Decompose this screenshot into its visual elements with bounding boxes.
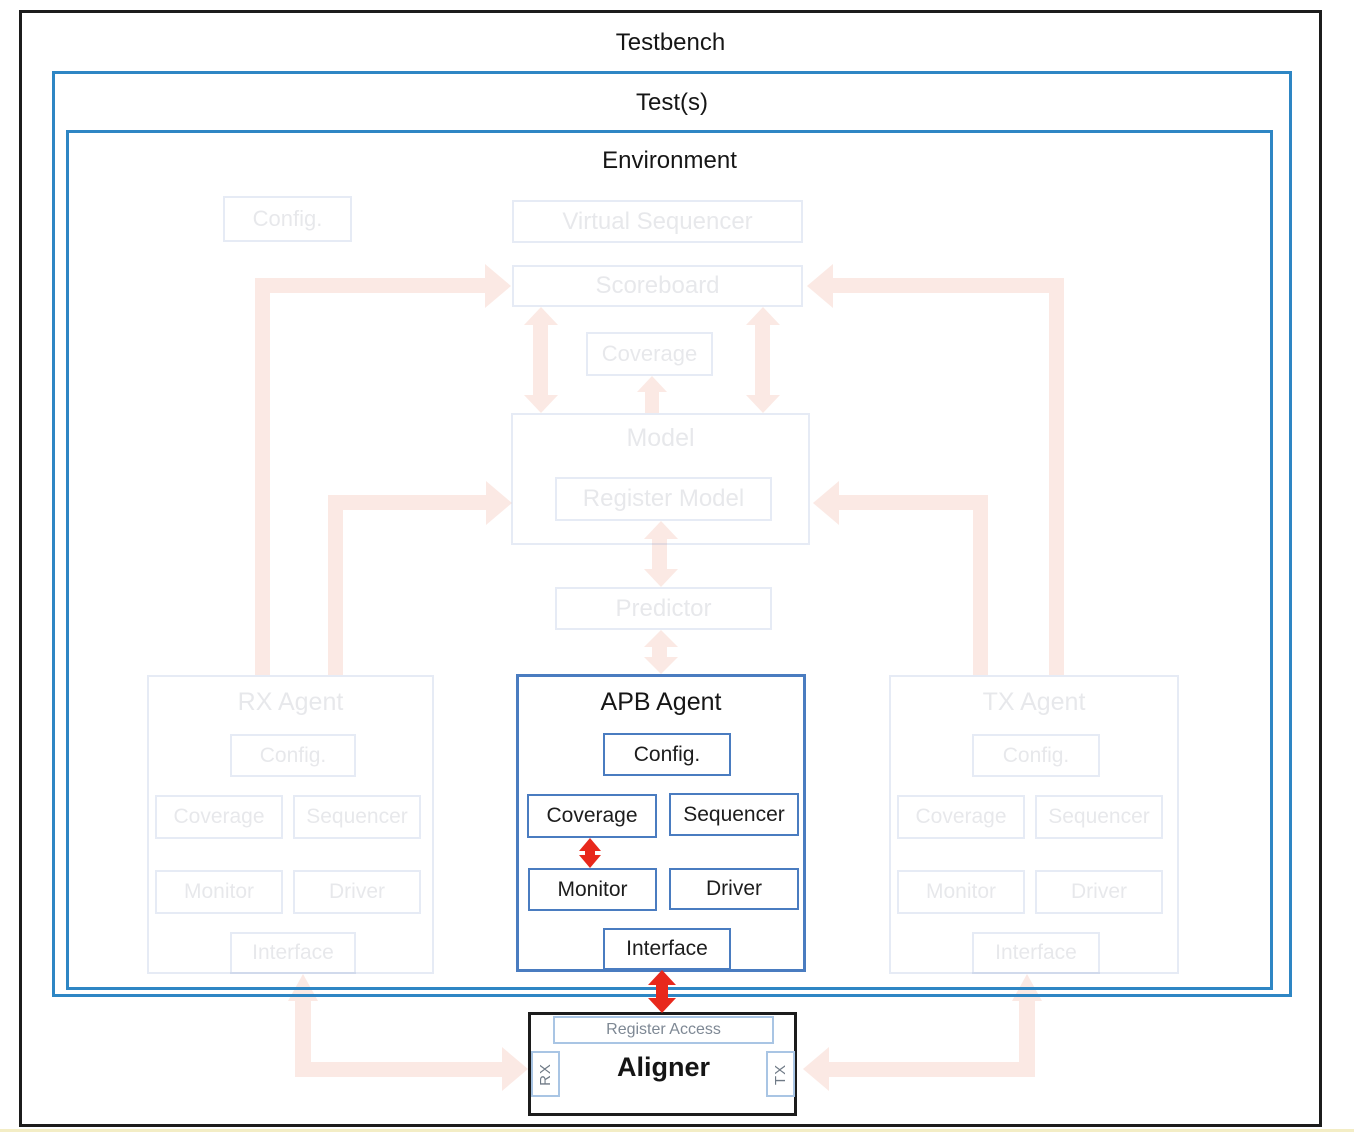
apb-driver-label: Driver: [706, 877, 762, 900]
apb-agent-title: APB Agent: [600, 688, 722, 716]
register-access-box: Register Access: [553, 1016, 774, 1044]
apb-interface-box: Interface: [603, 928, 731, 970]
predictor-label: Predictor: [615, 594, 712, 622]
tx-coverage-label: Coverage: [915, 805, 1007, 828]
rx-interface-box: Interface: [230, 932, 356, 974]
scoreboard-box: Scoreboard: [512, 265, 803, 307]
bottom-highlight-line: [0, 1129, 1354, 1132]
tx-sequencer-box: Sequencer: [1035, 795, 1163, 839]
env-config-label: Config.: [252, 206, 323, 231]
rx-agent-title: RX Agent: [237, 688, 344, 716]
rx-agent-box: [147, 675, 434, 974]
tx-coverage-box: Coverage: [897, 795, 1025, 839]
register-model-box: Register Model: [555, 477, 772, 521]
aligner-rx-port: RX: [531, 1051, 560, 1097]
rx-sequencer-label: Sequencer: [306, 805, 408, 828]
rx-driver-box: Driver: [293, 870, 421, 914]
testbench-frame: Testbench: [19, 10, 1322, 1127]
environment-title: Environment: [602, 147, 737, 174]
rx-coverage-label: Coverage: [173, 805, 265, 828]
tx-config-label: Config.: [1002, 743, 1070, 767]
testbench-title: Testbench: [615, 29, 726, 56]
rx-monitor-label: Monitor: [183, 880, 255, 903]
tx-monitor-box: Monitor: [897, 870, 1025, 914]
apb-driver-box: Driver: [669, 868, 799, 910]
virtual-sequencer-box: Virtual Sequencer: [512, 200, 803, 243]
aligner-rx-port-label: RX: [537, 1062, 554, 1086]
aligner-tx-port-label: TX: [771, 1063, 789, 1085]
rx-driver-label: Driver: [329, 880, 385, 903]
apb-sequencer-box: Sequencer: [669, 793, 799, 836]
tx-interface-box: Interface: [972, 932, 1100, 974]
env-config-box: Config.: [223, 196, 352, 242]
rx-coverage-box: Coverage: [155, 795, 283, 839]
apb-monitor-box: Monitor: [528, 868, 657, 911]
apb-config-label: Config.: [633, 742, 701, 766]
apb-coverage-box: Coverage: [527, 794, 657, 838]
env-coverage-box: Coverage: [586, 332, 713, 376]
apb-coverage-label: Coverage: [546, 804, 638, 827]
environment-frame: Environment: [66, 130, 1273, 990]
aligner-title: Aligner: [616, 1051, 710, 1082]
tx-sequencer-label: Sequencer: [1048, 805, 1150, 828]
tx-agent-box: [889, 675, 1179, 974]
scoreboard-label: Scoreboard: [595, 272, 720, 299]
model-label: Model: [626, 424, 695, 452]
tx-driver-box: Driver: [1035, 870, 1163, 914]
predictor-box: Predictor: [555, 587, 772, 630]
apb-sequencer-label: Sequencer: [683, 802, 785, 826]
apb-config-box: Config.: [603, 733, 731, 776]
virtual-sequencer-label: Virtual Sequencer: [562, 207, 753, 235]
aligner-tx-port: TX: [766, 1051, 795, 1097]
tx-agent-title: TX Agent: [982, 688, 1086, 716]
tx-monitor-label: Monitor: [925, 880, 997, 903]
apb-interface-label: Interface: [626, 937, 708, 960]
tx-driver-label: Driver: [1071, 880, 1127, 903]
rx-monitor-box: Monitor: [155, 870, 283, 914]
rx-config-box: Config.: [230, 734, 356, 777]
register-model-label: Register Model: [582, 485, 745, 512]
register-access-label: Register Access: [606, 1021, 721, 1038]
tx-config-box: Config.: [972, 734, 1100, 777]
rx-config-label: Config.: [259, 743, 327, 767]
model-box: [511, 413, 810, 545]
rx-interface-label: Interface: [252, 941, 334, 964]
rx-sequencer-box: Sequencer: [293, 795, 421, 839]
tx-interface-label: Interface: [995, 941, 1077, 964]
apb-monitor-label: Monitor: [557, 877, 628, 901]
tests-frame: Test(s): [52, 71, 1292, 997]
tests-title: Test(s): [636, 89, 708, 116]
env-coverage-label: Coverage: [601, 341, 698, 366]
